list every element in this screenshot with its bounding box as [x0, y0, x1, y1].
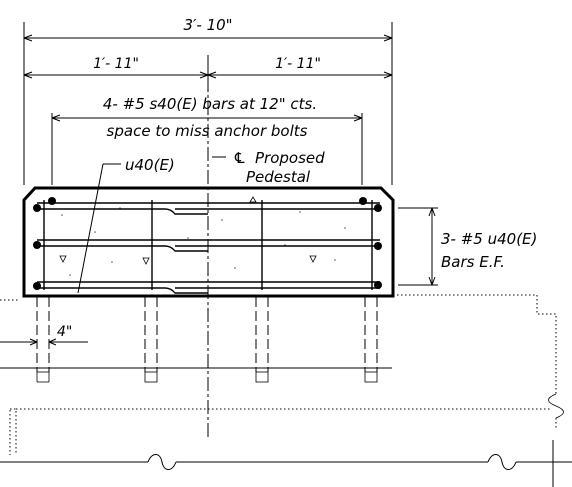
u-bar-label: u40(E) — [125, 156, 175, 174]
side-bars-note-line1: 3- #5 u40(E) — [441, 230, 537, 248]
pedestal-outline — [22, 186, 395, 298]
concrete-hatch — [59, 196, 346, 276]
existing-footing-outline — [0, 294, 564, 455]
top-bars-note: 4- #5 s40(E) bars at 12" cts. space to m… — [51, 95, 363, 185]
overall-dimension: 3′- 10" — [23, 16, 393, 185]
horizontal-bars — [37, 202, 380, 294]
top-bars-note-line2: space to miss anchor bolts — [107, 122, 308, 140]
break-line — [0, 440, 572, 487]
centerline-label: ℄ Proposed Pedestal — [212, 149, 325, 186]
edge-dimension-text: 4" — [57, 324, 72, 340]
top-bars-note-line1: 4- #5 s40(E) bars at 12" cts. — [103, 95, 317, 113]
u-bar-leader: u40(E) — [77, 156, 175, 294]
vertical-bars — [43, 200, 373, 290]
side-bars-dimension: 3- #5 u40(E) Bars E.F. — [398, 207, 537, 286]
left-half-dimension-text: 1′- 11" — [93, 56, 139, 72]
right-half-dimension-text: 1′- 11" — [275, 56, 321, 72]
overall-dimension-text: 3′- 10" — [183, 16, 232, 34]
anchor-posts — [0, 297, 392, 383]
centerline-label-line2: Pedestal — [246, 168, 311, 186]
edge-dimension: 4" — [0, 324, 88, 346]
centerline-symbol: ℄ — [233, 149, 246, 167]
side-bars-note-line2: Bars E.F. — [441, 253, 505, 271]
centerline-label-line1: Proposed — [255, 149, 325, 167]
rebar-dots — [33, 197, 382, 290]
